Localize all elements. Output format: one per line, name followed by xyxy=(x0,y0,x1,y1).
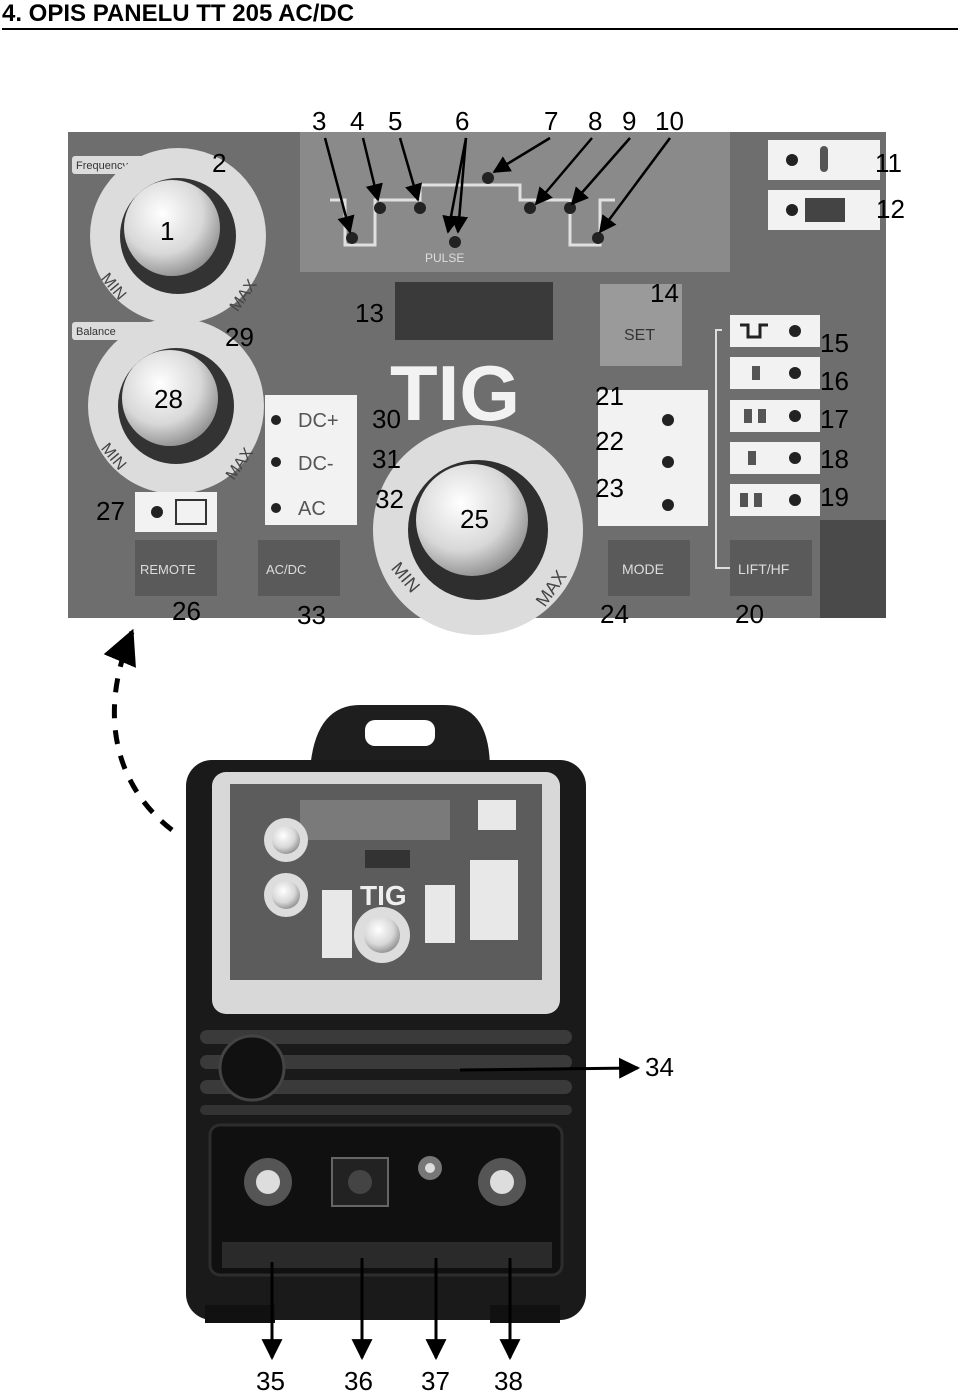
page-title: 4. OPIS PANELU TT 205 AC/DC xyxy=(2,0,355,27)
callout-15: 15 xyxy=(820,328,849,358)
leader-arrows-top xyxy=(323,136,672,234)
callout-9: 9 xyxy=(622,106,636,136)
callout-33: 33 xyxy=(297,600,326,630)
callout-34: 34 xyxy=(645,1052,674,1082)
current-knob[interactable] xyxy=(416,464,528,576)
callout-30: 30 xyxy=(372,404,401,434)
callout-5: 5 xyxy=(388,106,402,136)
balance-knob[interactable] xyxy=(122,350,218,446)
set-button[interactable] xyxy=(600,284,682,366)
frequency-knob[interactable] xyxy=(124,180,220,276)
lift-hf-label: LIFT/HF xyxy=(738,561,789,577)
welding-mode-leds xyxy=(598,390,708,526)
callout-16: 16 xyxy=(820,366,849,396)
callout-6: 6 xyxy=(455,106,469,136)
callout-31: 31 xyxy=(372,444,401,474)
title-underline xyxy=(2,28,958,30)
remote-button-label: REMOTE xyxy=(140,562,196,577)
lift-hf-button[interactable] xyxy=(730,540,812,596)
callout-28: 28 xyxy=(154,384,183,414)
callout-29: 29 xyxy=(225,322,254,352)
callouts-upper: 1 2 3 4 5 6 7 8 9 10 11 12 13 14 15 16 1… xyxy=(96,106,905,630)
callout-14: 14 xyxy=(650,278,679,308)
callout-32: 32 xyxy=(375,484,404,514)
callout-21: 21 xyxy=(595,381,624,411)
callout-35: 35 xyxy=(256,1366,285,1396)
callout-27: 27 xyxy=(96,496,125,526)
digital-display xyxy=(395,282,553,340)
frequency-tag-label: Frequency xyxy=(76,160,128,172)
dc-plus-label: DC+ xyxy=(298,410,339,432)
callout-37: 37 xyxy=(421,1366,450,1396)
callout-8: 8 xyxy=(588,106,602,136)
callout-3: 3 xyxy=(312,106,326,136)
callout-12: 12 xyxy=(876,194,905,224)
trigger-mode-leds xyxy=(730,315,820,516)
callouts-lower: 34 35 36 37 38 xyxy=(256,1052,674,1396)
callout-13: 13 xyxy=(355,298,384,328)
callout-11: 11 xyxy=(875,148,902,178)
callout-10: 10 xyxy=(655,106,684,136)
device-brand: TIG xyxy=(360,880,407,911)
callout-26: 26 xyxy=(172,596,201,626)
pulse-waveform xyxy=(330,183,615,247)
brand-tig: TIG xyxy=(390,349,520,437)
zoom-arrow xyxy=(103,628,174,832)
callout-25: 25 xyxy=(460,504,489,534)
callout-20: 20 xyxy=(735,599,764,629)
pulse-label: PULSE xyxy=(425,251,464,265)
callout-2: 2 xyxy=(212,148,226,178)
callout-22: 22 xyxy=(595,426,624,456)
acdc-button[interactable] xyxy=(258,540,340,596)
welder-device: TIG xyxy=(186,705,586,1323)
callout-38: 38 xyxy=(494,1366,523,1396)
callout-19: 19 xyxy=(820,482,849,512)
set-button-label: SET xyxy=(624,327,655,344)
acdc-button-label: AC/DC xyxy=(266,562,306,577)
dc-minus-label: DC- xyxy=(298,453,334,475)
leader-arrows-bottom xyxy=(261,1057,641,1361)
callout-23: 23 xyxy=(595,473,624,503)
mode-button-label: MODE xyxy=(622,561,664,577)
ac-label: AC xyxy=(298,498,326,520)
callout-36: 36 xyxy=(344,1366,373,1396)
callout-1: 1 xyxy=(160,216,174,246)
callout-24: 24 xyxy=(600,599,629,629)
callout-18: 18 xyxy=(820,444,849,474)
callout-4: 4 xyxy=(350,106,364,136)
mode-button[interactable] xyxy=(608,540,690,596)
balance-tag-label: Balance xyxy=(76,326,116,338)
remote-button[interactable] xyxy=(135,540,217,596)
callout-17: 17 xyxy=(820,404,849,434)
callout-7: 7 xyxy=(544,106,558,136)
